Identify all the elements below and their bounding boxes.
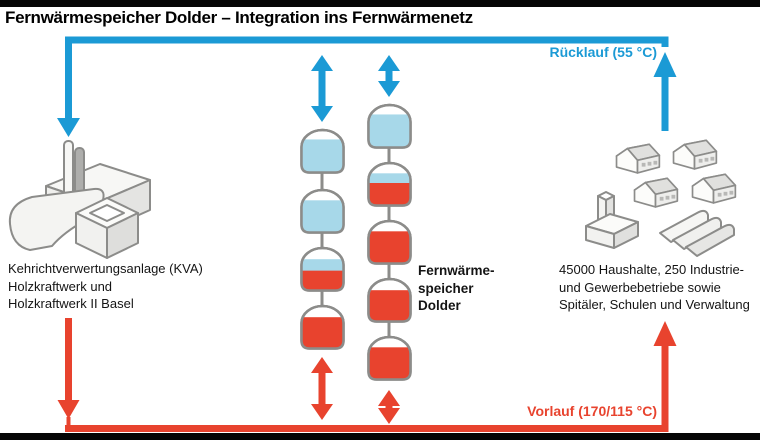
- source-label-line: Holzkraftwerk und: [8, 278, 113, 294]
- page-title: Fernwärmespeicher Dolder – Integration i…: [5, 8, 473, 27]
- supply-arrow-up-icon: [653, 321, 677, 346]
- tank-column-right: [367, 55, 412, 424]
- return-arrow-down-icon: [57, 118, 80, 137]
- charge-double-arrow-icon: [378, 55, 400, 97]
- supply-pipe: [57, 318, 677, 432]
- top-border-bar: [0, 0, 760, 7]
- source-label: Kehrichtverwertungsanlage (KVA) Holzkraf…: [8, 260, 203, 313]
- storage-label-line: Fernwärme-: [418, 263, 495, 278]
- consumers-illustration: [585, 139, 737, 257]
- consumers-label: 45000 Haushalte, 250 Industrie- und Gewe…: [559, 261, 750, 314]
- factory-illustration: [8, 140, 151, 259]
- consumers-label-line: Spitäler, Schulen und Verwaltung: [559, 297, 750, 312]
- return-arrow-up-icon: [653, 52, 677, 77]
- house-icon: [615, 143, 661, 174]
- supply-arrow-down-icon: [57, 400, 80, 419]
- bottom-border-bar: [0, 433, 760, 440]
- storage-label-line: speicher: [418, 280, 474, 296]
- charge-double-arrow-icon: [311, 55, 333, 122]
- return-pipe-label: Rücklauf (55 °C): [549, 44, 657, 60]
- house-icon: [672, 139, 718, 170]
- storage-label: Fernwärme- speicher Dolder: [418, 262, 495, 315]
- industrial-hall-icon: [659, 209, 735, 257]
- storage-label-line: Dolder: [418, 298, 461, 313]
- consumers-label-line: und Gewerbebetriebe sowie: [559, 279, 721, 295]
- return-pipe: [57, 36, 677, 137]
- discharge-double-arrow-icon: [311, 357, 333, 420]
- tower-building-icon: [585, 191, 639, 249]
- supply-pipe-label: Vorlauf (170/115 °C): [527, 403, 657, 419]
- house-icon: [691, 173, 737, 204]
- house-icon: [633, 177, 679, 208]
- tank-column-left: [300, 55, 345, 420]
- source-label-line: Holzkraftwerk II Basel: [8, 296, 134, 311]
- discharge-double-arrow-icon: [378, 390, 400, 424]
- tanks-layer: [300, 55, 412, 424]
- consumers-label-line: 45000 Haushalte, 250 Industrie-: [559, 262, 745, 277]
- source-label-line: Kehrichtverwertungsanlage (KVA): [8, 261, 203, 276]
